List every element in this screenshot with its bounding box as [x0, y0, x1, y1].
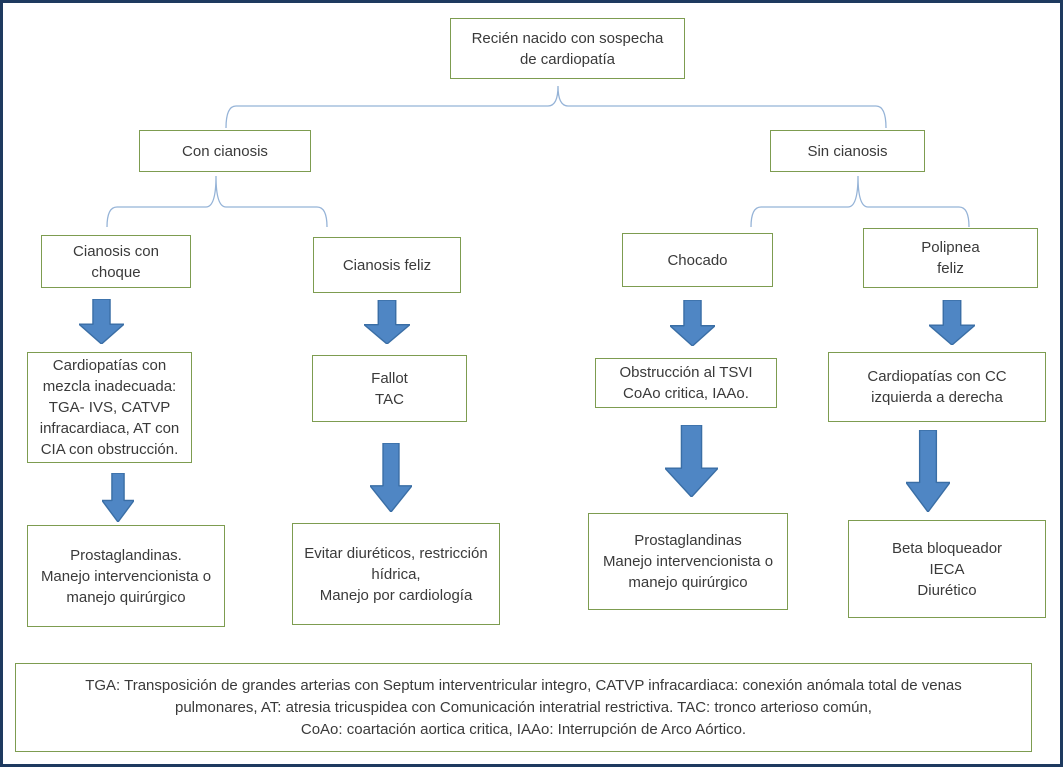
node-chocado-label: Chocado: [667, 251, 728, 269]
down-arrow-icon: [906, 430, 950, 512]
node-con-cianosis-label: Con cianosis: [182, 142, 268, 160]
node-beta-bloqueador-label: Beta bloqueador IECA Diurético: [891, 539, 1003, 599]
node-con-cianosis: Con cianosis: [139, 130, 311, 172]
down-arrow-icon: [79, 299, 124, 344]
node-sin-cianosis-label: Sin cianosis: [807, 142, 888, 160]
legend-text: TGA: Transposición de grandes arterias c…: [85, 676, 962, 738]
node-evitar-diureticos: Evitar diuréticos, restricción hídrica, …: [292, 523, 500, 625]
node-prostaglandinas-2-label: Prostaglandinas Manejo intervencionista …: [602, 532, 774, 591]
brace-connector-root: [225, 85, 887, 129]
node-cianosis-choque: Cianosis con choque: [41, 235, 191, 288]
node-prostaglandinas-2: Prostaglandinas Manejo intervencionista …: [588, 513, 788, 610]
down-arrow-icon: [364, 300, 410, 344]
legend-box: TGA: Transposición de grandes arterias c…: [15, 663, 1032, 752]
node-cc-izquierda-derecha: Cardiopatías con CC izquierda a derecha: [828, 352, 1046, 422]
node-polipnea-feliz: Polipnea feliz: [863, 228, 1038, 288]
node-sin-cianosis: Sin cianosis: [770, 130, 925, 172]
down-arrow-icon: [102, 473, 134, 522]
node-polipnea-feliz-label: Polipnea feliz: [921, 239, 980, 277]
node-beta-bloqueador: Beta bloqueador IECA Diurético: [848, 520, 1046, 618]
brace-connector-sin-cianosis: [750, 175, 970, 228]
node-fallot-tac-label: Fallot TAC: [371, 369, 408, 408]
down-arrow-icon: [370, 443, 412, 512]
node-root-label: Recién nacido con sospecha de cardiopatí…: [471, 29, 664, 68]
down-arrow-icon: [929, 300, 975, 345]
node-evitar-diureticos-label: Evitar diuréticos, restricción hídrica, …: [304, 544, 488, 604]
node-mezcla-inadecuada-label: Cardiopatías con mezcla inadecuada: TGA-…: [39, 357, 180, 458]
node-chocado: Chocado: [622, 233, 773, 287]
down-arrow-icon: [665, 425, 718, 497]
node-obstruccion-tsvi: Obstrucción al TSVI CoAo critica, IAAo.: [595, 358, 777, 408]
node-obstruccion-tsvi-label: Obstrucción al TSVI CoAo critica, IAAo.: [619, 364, 753, 402]
node-prostaglandinas-1: Prostaglandinas. Manejo intervencionista…: [27, 525, 225, 627]
node-cianosis-feliz: Cianosis feliz: [313, 237, 461, 293]
node-cc-izquierda-derecha-label: Cardiopatías con CC izquierda a derecha: [867, 368, 1007, 406]
node-root: Recién nacido con sospecha de cardiopatí…: [450, 18, 685, 79]
node-prostaglandinas-1-label: Prostaglandinas. Manejo intervencionista…: [40, 546, 212, 606]
down-arrow-icon: [670, 300, 715, 346]
node-fallot-tac: Fallot TAC: [312, 355, 467, 422]
node-cianosis-choque-label: Cianosis con choque: [73, 242, 159, 281]
node-mezcla-inadecuada: Cardiopatías con mezcla inadecuada: TGA-…: [27, 352, 192, 463]
node-cianosis-feliz-label: Cianosis feliz: [342, 256, 432, 274]
brace-connector-con-cianosis: [106, 175, 328, 228]
